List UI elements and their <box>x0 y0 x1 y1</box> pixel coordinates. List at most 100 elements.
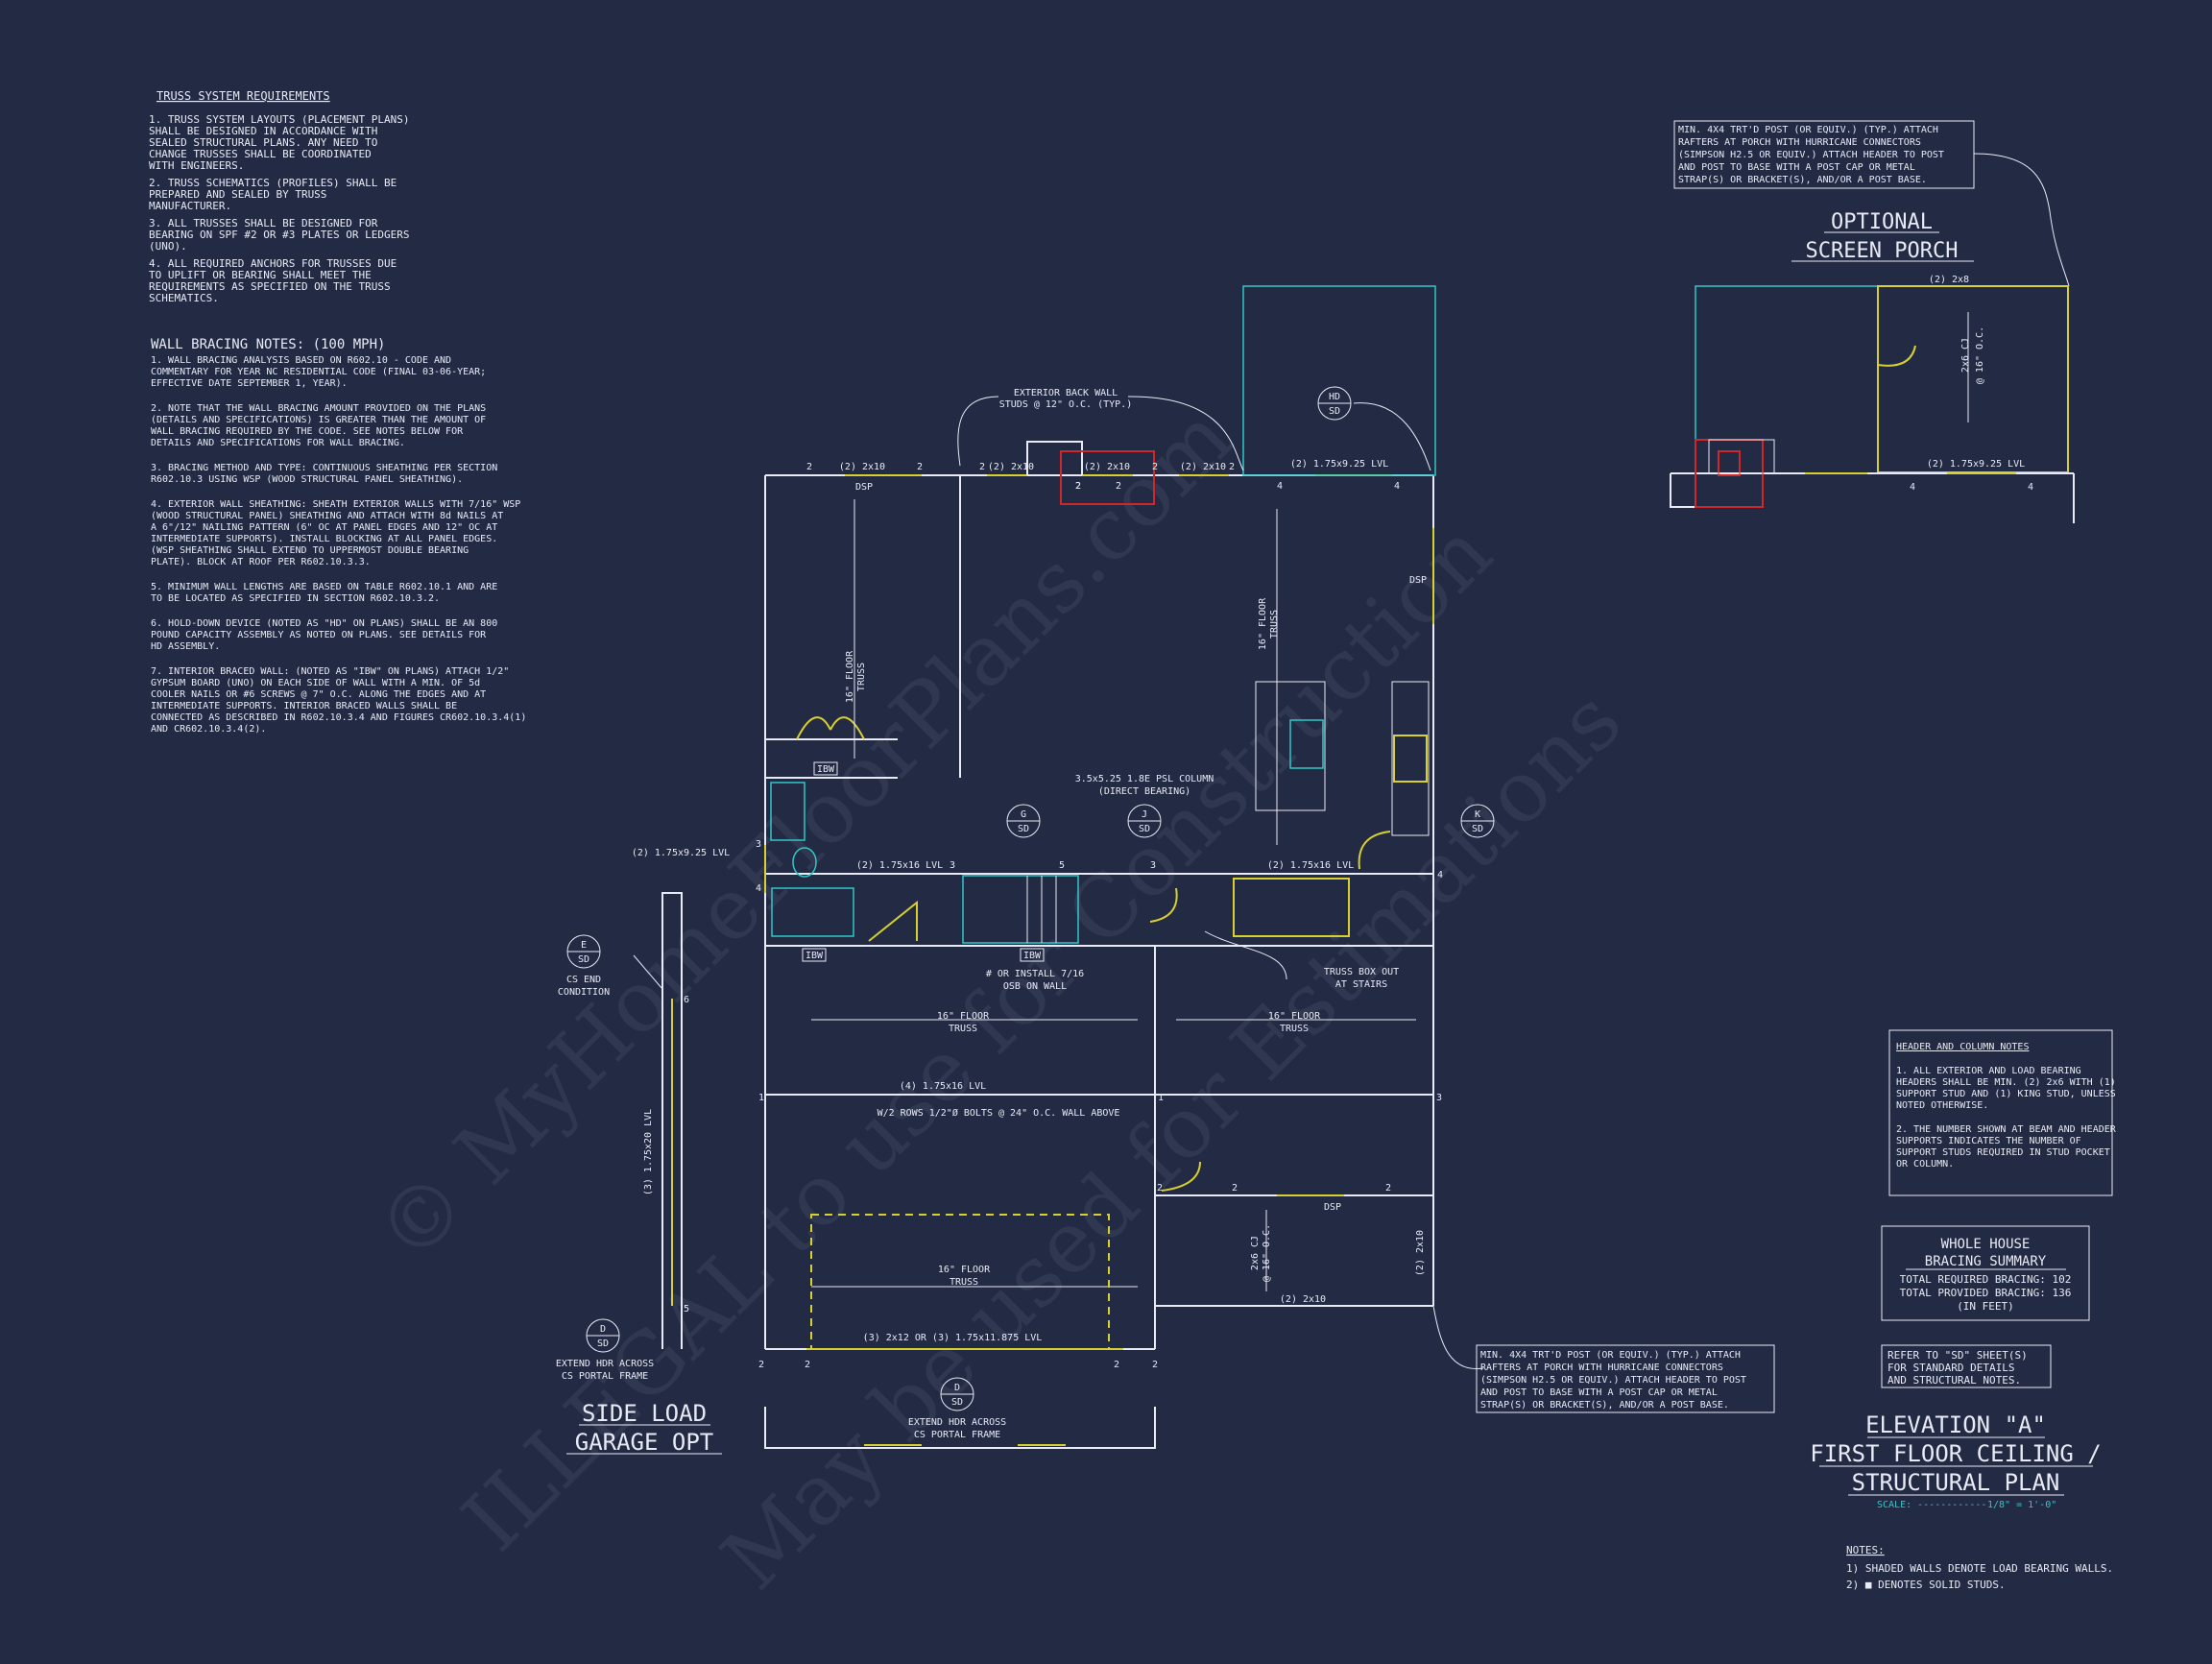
door-swing <box>796 716 865 740</box>
wall-notes-line: 7. INTERIOR BRACED WALL: (NOTED AS "IBW"… <box>151 666 509 677</box>
garage-door-opening <box>810 1214 1110 1350</box>
stud-count: 2 <box>1152 462 1158 472</box>
wall-notes-line: HD ASSEMBLY. <box>151 641 220 652</box>
wall-notes-title: WALL BRACING NOTES: (100 MPH) <box>151 337 385 352</box>
post-note-bottom-line: AND POST TO BASE WITH A POST CAP OR META… <box>1480 1387 1718 1398</box>
cooktop <box>1393 735 1428 783</box>
bracing-summary-title-1: WHOLE HOUSE <box>1941 1237 2031 1252</box>
wall-notes-line: WALL BRACING REQUIRED BY THE CODE. SEE N… <box>151 426 464 437</box>
tag-bottom: SD <box>1139 824 1150 834</box>
porch-hdr-bottom: (2) 1.75x9.25 LVL <box>1927 459 2025 470</box>
wall-notes-line: TO BE LOCATED AS SPECIFIED IN SECTION R6… <box>151 593 440 604</box>
bracing-unit: (IN FEET) <box>1957 1300 2014 1313</box>
detail-tag-k: K SD <box>1460 804 1495 838</box>
truss-notes-line: 3. ALL TRUSSES SHALL BE DESIGNED FOR <box>149 217 378 229</box>
header-notes-line: SUPPORT STUDS REQUIRED IN STUD POCKET <box>1896 1147 2110 1158</box>
label-lvl: (2) 1.75x9.25 LVL <box>632 848 730 858</box>
label-ibw: IBW <box>1023 951 1042 961</box>
fireplace <box>1060 450 1155 505</box>
wall-notes-line: COMMENTARY FOR YEAR NC RESIDENTIAL CODE … <box>151 367 486 377</box>
tag-bottom: SD <box>1329 406 1340 417</box>
wall-notes-line: (WSP SHEATHING SHALL EXTEND TO UPPERMOST… <box>151 545 469 556</box>
post-note-top-box <box>1673 120 1975 189</box>
header-notes-line: SUPPORT STUD AND (1) KING STUD, UNLESS <box>1896 1089 2116 1099</box>
scale-value: 1/8" = 1'-0" <box>1987 1500 2056 1510</box>
tag-top: D <box>954 1383 960 1393</box>
label-floor-truss: TRUSS <box>950 1277 978 1288</box>
stud-count: 3 <box>756 839 761 850</box>
counter <box>1391 681 1430 836</box>
leader <box>1432 1305 1484 1370</box>
tag-bottom: SD <box>1018 824 1029 834</box>
screen-porch-title-2: SCREEN PORCH <box>1806 239 1959 263</box>
label-ibw: IBW <box>817 764 835 775</box>
stud-count: 1 <box>1158 1093 1164 1103</box>
door-swing <box>1161 1161 1201 1192</box>
stud-count: 1 <box>758 1093 764 1103</box>
scale-label: SCALE: ------------ <box>1877 1500 1986 1510</box>
chimney <box>1026 441 1083 475</box>
refer-note: REFER TO "SD" SHEET(S) FOR STANDARD DETA… <box>1881 1344 2052 1388</box>
label-truss-box: AT STAIRS <box>1335 979 1387 990</box>
wall-notes-line: (DETAILS AND SPECIFICATIONS) IS GREATER … <box>151 415 486 425</box>
header-column-notes: HEADER AND COLUMN NOTES 1. ALL EXTERIOR … <box>1888 1029 2117 1196</box>
header-notes-line: SUPPORTS INDICATES THE NUMBER OF <box>1896 1136 2081 1146</box>
label-cs-end: CS END <box>566 975 601 985</box>
wall-notes-line: 4. EXTERIOR WALL SHEATHING: SHEATH EXTER… <box>151 499 520 510</box>
stud-count: 2 <box>1114 1360 1119 1370</box>
porch-cj-2: @ 16" O.C. <box>1975 326 1985 384</box>
stud-count: 5 <box>684 1304 689 1314</box>
wall-notes-line: INTERMEDIATE SUPPORTS). INSTALL BLOCKING… <box>151 534 497 544</box>
stud-count: 2 <box>1229 462 1235 472</box>
stud-count: 4 <box>756 883 761 894</box>
post-note-top-line: MIN. 4X4 TRT'D POST (OR EQUIV.) (TYP.) A… <box>1678 125 1938 135</box>
label-floor-truss: 16" FLOOR <box>1268 1011 1321 1022</box>
label-floor-truss: 16" FLOOR <box>1258 597 1268 650</box>
stud-count: 4 <box>1910 482 1915 493</box>
label-lvl: (2) 1.75x16 LVL <box>856 860 943 871</box>
label-dsp: DSP <box>1409 575 1427 586</box>
detail-tag-d1: D SD <box>586 1318 620 1353</box>
label-lvl: (4) 1.75x16 LVL <box>900 1081 986 1092</box>
bracing-summary-box <box>1881 1225 2090 1321</box>
stud-count: 3 <box>950 860 955 871</box>
tag-top: K <box>1475 809 1480 820</box>
vanity <box>770 782 805 841</box>
kitchen-island <box>1255 681 1326 811</box>
tag-bottom: SD <box>1472 824 1483 834</box>
truss-notes-line: SCHEMATICS. <box>149 292 219 304</box>
truss-notes-line: 1. TRUSS SYSTEM LAYOUTS (PLACEMENT PLANS… <box>149 113 410 126</box>
truss-notes-line: SEALED STRUCTURAL PLANS. ANY NEED TO <box>149 136 377 149</box>
wall-notes-line: 5. MINIMUM WALL LENGTHS ARE BASED ON TAB… <box>151 582 497 592</box>
wall-notes-line: A 6"/12" NAILING PATTERN (6" OC AT PANEL… <box>151 522 497 533</box>
stud-count: 2 <box>805 1360 810 1370</box>
refer-note-line: AND STRUCTURAL NOTES. <box>1887 1374 2021 1387</box>
leader <box>957 396 999 467</box>
stud-count: 6 <box>684 995 689 1005</box>
porch-beam-outline <box>1877 285 2069 473</box>
label-dsp: DSP <box>1324 1202 1341 1213</box>
legend-line-2: 2) ■ DENOTES SOLID STUDS. <box>1846 1579 2006 1591</box>
fireplace-box <box>1708 439 1775 474</box>
stud-count: 2 <box>917 462 923 472</box>
leader <box>1204 930 1287 980</box>
label-ext-hdr: EXTEND HDR ACROSS <box>556 1359 654 1369</box>
stud-count: 2 <box>806 462 812 472</box>
label-header: (2) 2x10 <box>839 462 885 472</box>
label-floor-truss: 16" FLOOR <box>938 1265 991 1275</box>
front-porch-outline <box>764 1407 1156 1449</box>
truss-notes-title: TRUSS SYSTEM REQUIREMENTS <box>156 89 330 103</box>
post-note-top-leader <box>1973 153 2070 287</box>
header-notes-line: 1. ALL EXTERIOR AND LOAD BEARING <box>1896 1066 2081 1076</box>
label-garage-header: (3) 2x12 OR (3) 1.75x11.875 LVL <box>863 1333 1043 1343</box>
detail-tag-j: J SD <box>1127 804 1162 838</box>
garage-option-title: SIDE LOAD GARAGE OPT <box>566 1400 722 1456</box>
bracing-required: TOTAL REQUIRED BRACING: 102 <box>1900 1273 2072 1286</box>
post-note-bottom-line: (SIMPSON H2.5 OR EQUIV.) ATTACH HEADER T… <box>1480 1375 1746 1386</box>
truss-notes-line: CHANGE TRUSSES SHALL BE COORDINATED <box>149 148 372 160</box>
stud-count: 2 <box>1116 481 1121 492</box>
wall-notes-line: R602.10.3 USING WSP (WOOD STRUCTURAL PAN… <box>151 474 463 485</box>
label-lvl: (2) 1.75x16 LVL <box>1267 860 1354 871</box>
wall-notes-line: DETAILS AND SPECIFICATIONS FOR WALL BRAC… <box>151 438 405 448</box>
header-notes-line: 2. THE NUMBER SHOWN AT BEAM AND HEADER <box>1896 1124 2117 1135</box>
